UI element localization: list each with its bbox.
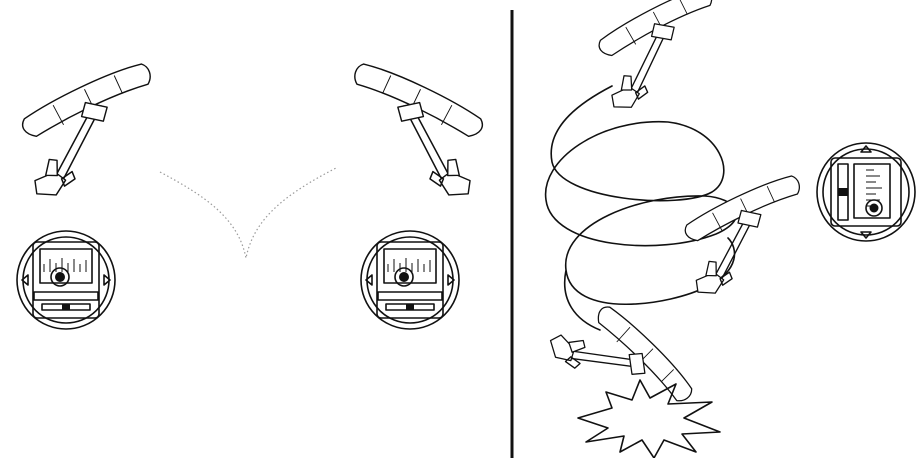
airplane-icon bbox=[592, 0, 728, 111]
airplane-icon bbox=[680, 175, 813, 296]
left-panel bbox=[16, 63, 488, 329]
remote-control-icon bbox=[17, 231, 115, 329]
remote-control-icon bbox=[361, 231, 459, 329]
crash-burst-icon bbox=[578, 380, 720, 458]
airplane-icon bbox=[340, 63, 488, 198]
remote-control-icon bbox=[817, 143, 915, 241]
airplane-icon bbox=[546, 289, 695, 444]
airplane-icon bbox=[16, 63, 164, 198]
spiral-flight-path bbox=[546, 86, 737, 330]
right-panel bbox=[546, 0, 915, 458]
dotted-flight-path bbox=[160, 168, 336, 258]
